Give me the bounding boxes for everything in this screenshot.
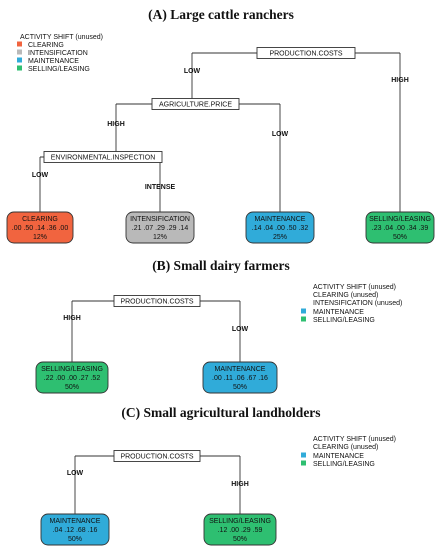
leaf-c-maintenance-probs: .04 .12 .68 .16 (53, 527, 98, 534)
leaf-a-maintenance-box (245, 211, 315, 244)
legend-b-item-selling: SELLING/LEASING (313, 317, 375, 324)
leaf-a-selling-box (365, 211, 435, 244)
edge-b-high: HIGH (63, 315, 81, 322)
legend-c-swatch-maintenance (301, 452, 306, 458)
legend-a-item-clearing: CLEARING (28, 42, 64, 49)
legend-a-item-intensification: INTENSIFICATION (28, 50, 88, 57)
leaf-a-maintenance-label: MAINTENANCE (255, 216, 306, 223)
split-a-environmental-inspection (43, 151, 163, 163)
leaf-a-maintenance-probs: .14 .04 .00 .50 .32 (252, 225, 309, 232)
leaf-a-intensification-box (125, 211, 195, 244)
leaf-a-intensification-pct: 12% (153, 234, 167, 241)
leaf-a-clearing-pct: 12% (33, 234, 47, 241)
panel-b-legend: ACTIVITY SHIFT (unused) CLEARING (unused… (301, 284, 402, 324)
edge-c-high: HIGH (231, 481, 249, 488)
leaf-b-maintenance: MAINTENANCE .00 .11 .06 .67 .16 50% (202, 361, 278, 394)
legend-c-unused-0: ACTIVITY SHIFT (unused) (313, 436, 396, 443)
panel-a-branches (39, 52, 401, 212)
edge-b-low: LOW (232, 326, 249, 333)
legend-a-swatch-selling (17, 65, 22, 71)
legend-b-unused-1: CLEARING (unused) (313, 292, 378, 299)
leaf-b-selling-pct: 50% (65, 384, 79, 391)
leaf-b-maintenance-label: MAINTENANCE (215, 366, 266, 373)
leaf-c-selling-probs: .12 .00 .29 .59 (218, 527, 263, 534)
split-c-production-costs-label: PRODUCTION.COSTS (120, 454, 193, 461)
edge-a-price-low: LOW (272, 131, 289, 138)
leaf-a-clearing-probs: .00 .50 .14 .36 .00 (12, 225, 69, 232)
split-a-production-costs-label: PRODUCTION.COSTS (269, 51, 342, 58)
edge-a-price-high: HIGH (107, 121, 125, 128)
panel-c-title: (C) Small agricultural landholders (121, 405, 320, 420)
panel-a-title: (A) Large cattle ranchers (148, 7, 294, 22)
leaf-c-maintenance: MAINTENANCE .04 .12 .68 .16 50% (40, 513, 110, 546)
legend-a-swatch-maintenance (17, 57, 22, 63)
edge-a-inspection-intense: INTENSE (145, 184, 176, 191)
leaf-b-selling-label: SELLING/LEASING (41, 366, 103, 373)
leaf-a-clearing-box (6, 211, 74, 244)
legend-b-swatch-maintenance (301, 308, 306, 314)
split-a-agriculture-price-label: AGRICULTURE.PRICE (159, 102, 232, 109)
panel-b-branches (71, 300, 241, 362)
split-c-production-costs (113, 450, 201, 462)
leaf-c-selling-label: SELLING/LEASING (209, 518, 271, 525)
legend-a-swatch-intensification (17, 49, 22, 55)
panel-b-title: (B) Small dairy farmers (152, 258, 290, 273)
leaf-b-selling: SELLING/LEASING .22 .00 .00 .27 .52 50% (35, 361, 109, 394)
leaf-b-selling-box (35, 361, 109, 394)
split-b-production-costs-label: PRODUCTION.COSTS (120, 299, 193, 306)
legend-c-unused-1: CLEARING (unused) (313, 444, 378, 451)
leaf-a-selling-label: SELLING/LEASING (369, 216, 431, 223)
edge-a-root-high: HIGH (391, 77, 409, 84)
edge-a-inspection-low: LOW (32, 172, 49, 179)
leaf-c-maintenance-box (40, 513, 110, 546)
legend-c-item-selling: SELLING/LEASING (313, 461, 375, 468)
leaf-c-selling-box (203, 513, 277, 546)
legend-b-item-maintenance: MAINTENANCE (313, 309, 364, 316)
leaf-a-clearing: CLEARING .00 .50 .14 .36 .00 12% (6, 211, 74, 244)
split-a-environmental-inspection-label: ENVIRONMENTAL.INSPECTION (51, 155, 156, 162)
leaf-c-maintenance-pct: 50% (68, 536, 82, 543)
leaf-a-intensification: INTENSIFICATION .21 .07 .29 .29 .14 12% (125, 211, 195, 244)
leaf-a-clearing-label: CLEARING (22, 216, 58, 223)
leaf-a-selling-probs: .23 .04 .00 .34 .39 (372, 225, 429, 232)
edge-a-root-low: LOW (184, 68, 201, 75)
leaf-a-maintenance-pct: 25% (273, 234, 287, 241)
leaf-a-intensification-label: INTENSIFICATION (130, 216, 190, 223)
leaf-b-selling-probs: .22 .00 .00 .27 .52 (44, 375, 101, 382)
leaf-a-selling-pct: 50% (393, 234, 407, 241)
legend-b-unused-0: ACTIVITY SHIFT (unused) (313, 284, 396, 291)
legend-a-item-maintenance: MAINTENANCE (28, 58, 79, 65)
leaf-b-maintenance-probs: .00 .11 .06 .67 .16 (212, 375, 268, 382)
leaf-c-maintenance-label: MAINTENANCE (50, 518, 101, 525)
split-a-agriculture-price (151, 98, 240, 110)
legend-c-swatch-selling (301, 460, 306, 466)
split-a-production-costs (256, 47, 356, 59)
legend-b-swatch-selling (301, 316, 306, 322)
panel-a-legend: ACTIVITY SHIFT (unused) CLEARING INTENSI… (17, 34, 103, 73)
leaf-a-intensification-probs: .21 .07 .29 .29 .14 (132, 225, 189, 232)
panel-c-legend: ACTIVITY SHIFT (unused) CLEARING (unused… (301, 436, 396, 468)
edge-c-low: LOW (67, 470, 84, 477)
leaf-a-maintenance: MAINTENANCE .14 .04 .00 .50 .32 25% (245, 211, 315, 244)
leaf-b-maintenance-box (202, 361, 278, 394)
split-b-production-costs (113, 295, 201, 307)
legend-a-item-selling: SELLING/LEASING (28, 66, 90, 73)
legend-a-header: ACTIVITY SHIFT (unused) (20, 34, 103, 41)
legend-c-item-maintenance: MAINTENANCE (313, 453, 364, 460)
leaf-a-selling: SELLING/LEASING .23 .04 .00 .34 .39 50% (365, 211, 435, 244)
panel-c-branches (74, 455, 241, 514)
leaf-b-maintenance-pct: 50% (233, 384, 247, 391)
legend-a-swatch-clearing (17, 41, 22, 47)
legend-b-unused-2: INTENSIFICATION (unused) (313, 300, 402, 307)
leaf-c-selling: SELLING/LEASING .12 .00 .29 .59 50% (203, 513, 277, 546)
leaf-c-selling-pct: 50% (233, 536, 247, 543)
